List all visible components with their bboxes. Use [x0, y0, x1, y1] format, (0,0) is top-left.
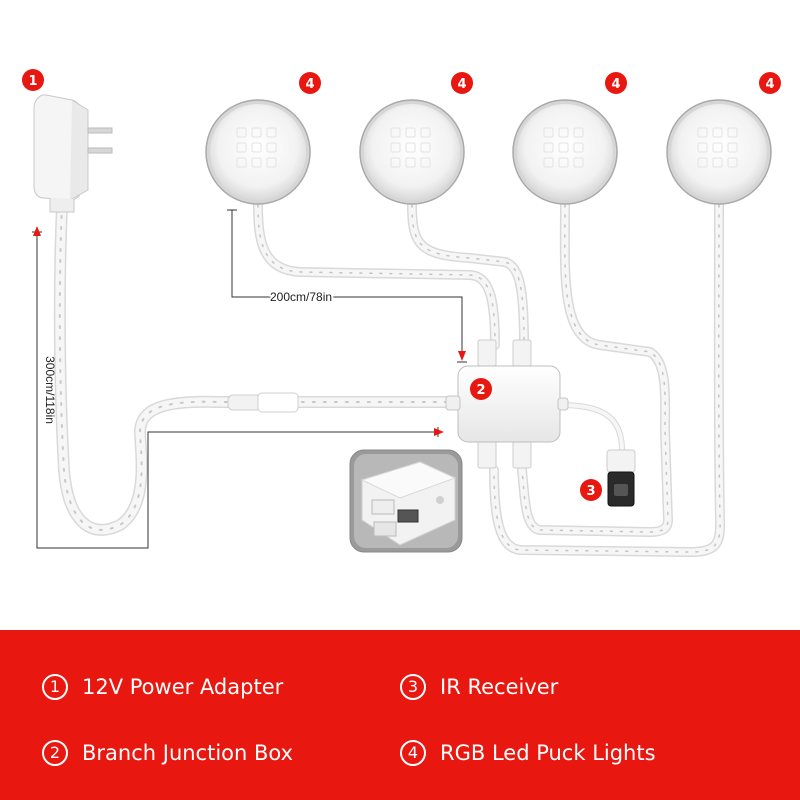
- puck-cable-length: 200cm/78in: [270, 290, 332, 304]
- junction-box: [445, 339, 569, 469]
- badge-adapter: 1: [22, 69, 44, 91]
- legend-label: 12V Power Adapter: [82, 675, 284, 699]
- badge-junction: 2: [470, 378, 492, 400]
- puck-cables: [253, 200, 726, 557]
- puck-light-4: [666, 99, 772, 205]
- badge-puck-1: 4: [299, 72, 321, 94]
- connector-closeup-inset: [349, 449, 463, 553]
- main-cable: [53, 199, 466, 536]
- puck-lights: [205, 99, 772, 205]
- power-adapter: [33, 94, 113, 213]
- legend-number: 3: [400, 674, 426, 700]
- legend-item-rgb-puck-lights: 4 RGB Led Puck Lights: [400, 740, 656, 766]
- legend-label: IR Receiver: [440, 675, 559, 699]
- puck-light-2: [359, 99, 465, 205]
- badge-puck-2: 4: [451, 72, 473, 94]
- legend-number: 1: [42, 674, 68, 700]
- legend-item-branch-junction-box: 2 Branch Junction Box: [42, 740, 293, 766]
- badge-puck-4: 4: [759, 72, 781, 94]
- ir-cable: [557, 402, 625, 453]
- svg-text:4: 4: [611, 77, 620, 92]
- ir-receiver: [606, 449, 636, 507]
- barrel-connector: [227, 392, 299, 413]
- badge-receiver: 3: [580, 479, 602, 501]
- svg-text:4: 4: [305, 77, 314, 92]
- legend-item-ir-receiver: 3 IR Receiver: [400, 674, 558, 700]
- svg-text:4: 4: [765, 77, 774, 92]
- puck-light-3: [512, 99, 618, 205]
- main-cable-length: 300cm/118in: [43, 356, 57, 424]
- legend-number: 4: [400, 740, 426, 766]
- svg-text:4: 4: [457, 77, 466, 92]
- connection-diagram: 300cm/118in 200cm/78in: [22, 69, 781, 557]
- puck-light-1: [205, 99, 311, 205]
- dimension-arrows: [33, 226, 466, 436]
- legend-item-power-adapter: 1 12V Power Adapter: [42, 674, 283, 700]
- svg-text:2: 2: [476, 383, 485, 398]
- svg-text:3: 3: [586, 484, 595, 499]
- legend-number: 2: [42, 740, 68, 766]
- legend-label: RGB Led Puck Lights: [440, 741, 656, 765]
- svg-text:1: 1: [28, 74, 37, 89]
- legend-label: Branch Junction Box: [82, 741, 294, 765]
- badge-puck-3: 4: [605, 72, 627, 94]
- legend-panel: 1 12V Power Adapter 3 IR Receiver 2 Bran…: [0, 630, 800, 800]
- number-badges: 1 4 4 4 4 2 3: [22, 69, 781, 501]
- cables: [53, 199, 726, 557]
